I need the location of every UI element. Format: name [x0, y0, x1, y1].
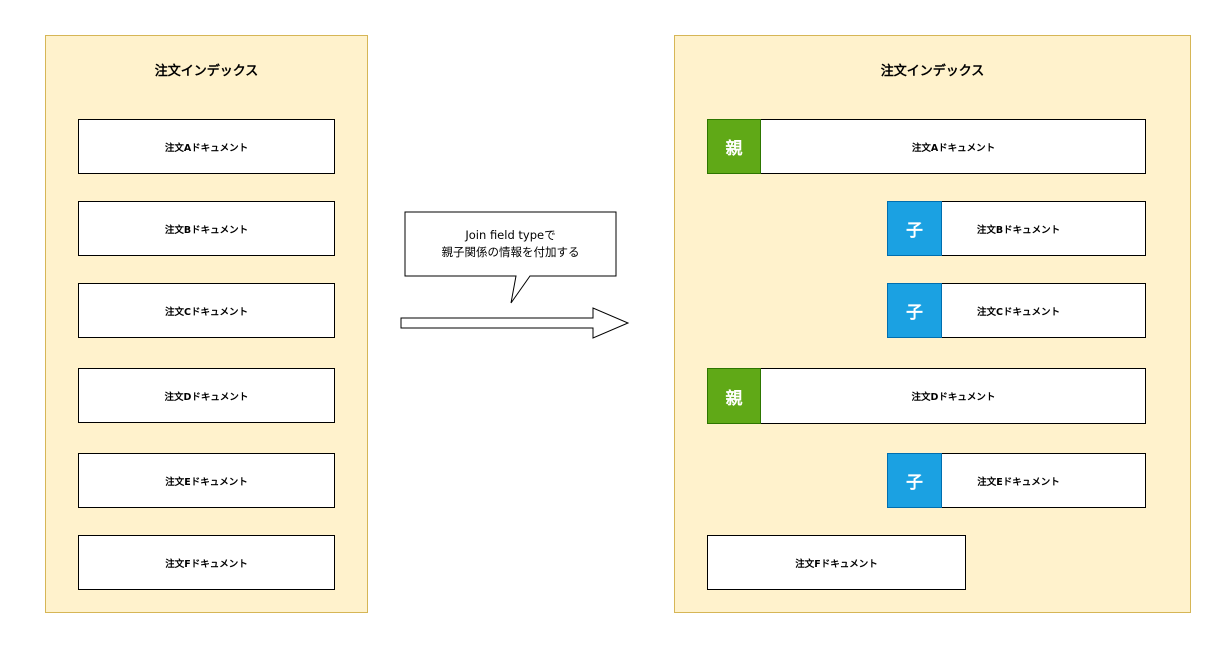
- right-doc-b-label: 注文Bドキュメント: [976, 224, 1061, 236]
- child-badge-b: 子: [887, 201, 942, 256]
- left-doc-a: 注文Aドキュメント: [78, 119, 335, 174]
- left-doc-d: 注文Dドキュメント: [78, 368, 335, 423]
- right-doc-e-label: 注文Eドキュメント: [977, 476, 1060, 488]
- left-doc-b: 注文Bドキュメント: [78, 201, 335, 256]
- left-doc-c: 注文Cドキュメント: [78, 283, 335, 338]
- left-doc-e: 注文Eドキュメント: [78, 453, 335, 508]
- child-badge-c: 子: [887, 283, 942, 338]
- right-doc-d: 注文Dドキュメント: [707, 368, 1146, 424]
- callout-bubble: [404, 211, 617, 304]
- left-panel-title: 注文インデックス: [154, 64, 259, 79]
- child-badge-e: 子: [887, 453, 942, 508]
- callout-text: Join field typeで 親子関係の情報を付加する: [405, 212, 616, 276]
- parent-badge-d: 親: [707, 368, 761, 424]
- right-doc-a-label: 注文Aドキュメント: [911, 142, 996, 154]
- right-panel-title: 注文インデックス: [880, 64, 985, 79]
- callout-line-1: Join field typeで: [465, 228, 556, 242]
- transform-arrow: [400, 307, 630, 339]
- right-doc-f: 注文Fドキュメント: [707, 535, 966, 590]
- callout-line-2: 親子関係の情報を付加する: [441, 245, 580, 259]
- left-doc-f: 注文Fドキュメント: [78, 535, 335, 590]
- right-doc-c-label: 注文Cドキュメント: [977, 306, 1060, 318]
- parent-badge-a: 親: [707, 119, 761, 174]
- right-doc-a: 注文Aドキュメント: [707, 119, 1146, 174]
- right-doc-d-label: 注文Dドキュメント: [911, 392, 996, 403]
